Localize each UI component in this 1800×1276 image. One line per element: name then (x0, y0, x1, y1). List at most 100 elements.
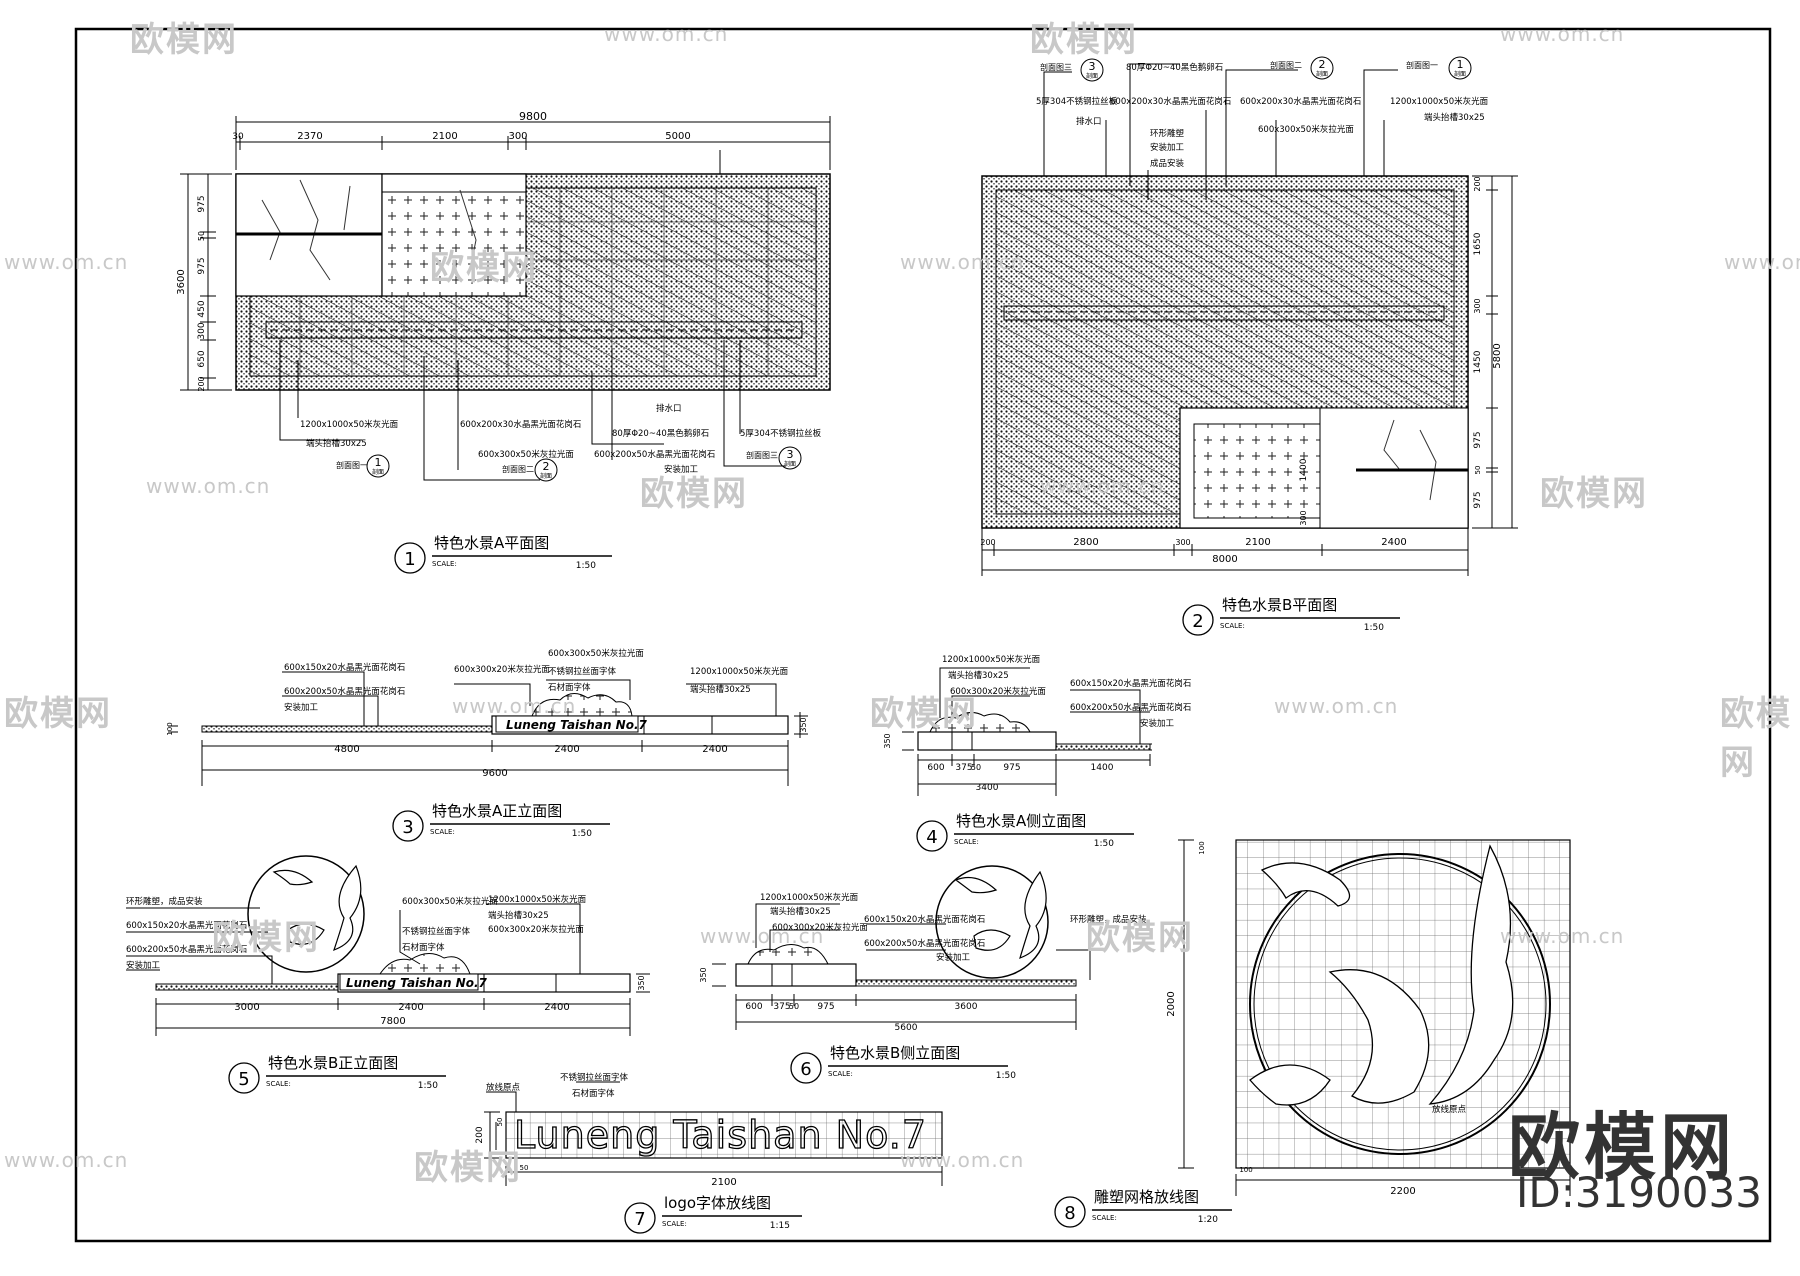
logo-dim-height: 200 (475, 1126, 485, 1143)
section-mark-label: 剖面图三 (1040, 62, 1072, 72)
side-a-label: 600x200x50水晶黑光面花岗石 (1070, 702, 1191, 713)
scale-label: SCALE: (662, 1220, 687, 1228)
elevation-b-label: 600x150x20水晶黑光面花岗石 (126, 920, 247, 931)
side-a-dim: 50 (971, 763, 981, 772)
plan-a-dim: 975 (197, 195, 207, 212)
plan-b-label: 安装加工 (1150, 142, 1185, 153)
plan-a-label: 1200x1000x50米灰光面 (300, 419, 399, 430)
side-b-label: 600x150x20水晶黑光面花岗石 (864, 914, 985, 925)
plan-a-dim: 300 (197, 322, 207, 339)
side-b-dim-total: 5600 (895, 1023, 918, 1033)
title-text: 特色水景A平面图 (434, 534, 549, 552)
side-a-dim: 1400 (1091, 763, 1114, 773)
plan-b-dim-total: 8000 (1212, 554, 1237, 565)
side-b-dim: 50 (789, 1002, 799, 1011)
sculpture-grid-drawing: 2200 2000 100 100 放线原点 (1166, 839, 1571, 1197)
elevation-a-dim-height: 100 (166, 722, 174, 735)
scale-label: SCALE: (1220, 622, 1245, 630)
plan-b-dim: 200 (1473, 176, 1482, 191)
title-block-6: 6 特色水景B侧立面图 SCALE: 1:50 (790, 1044, 1016, 1084)
section-mark-number: 2 (543, 460, 550, 473)
title-block-8: 8 雕塑网格放线图 SCALE: 1:20 (1054, 1188, 1232, 1228)
elevation-b-dim-total: 7800 (380, 1016, 405, 1027)
elevation-b-sign-text: Luneng Taishan No.7 (346, 976, 488, 990)
plan-b-dim: 975 (1473, 491, 1483, 508)
title-text: logo字体放线图 (664, 1194, 771, 1212)
plan-a-dim: 300 (508, 131, 527, 142)
scale-label: SCALE: (432, 560, 457, 568)
side-b-label: 环形雕塑，成品安装 (1070, 914, 1147, 925)
plan-a-dim: 5000 (665, 131, 690, 142)
watermark-url: www.om.cn (146, 474, 271, 498)
plan-b-dim: 2400 (1381, 537, 1406, 548)
elevation-a-dim: 4800 (334, 744, 359, 755)
plan-b-label: 环形雕塑 (1150, 128, 1185, 139)
plan-a-label: 5厚304不锈钢拉丝板 (740, 428, 822, 439)
brand-id-text: ID:3190033 (1516, 1168, 1762, 1217)
scale-label: SCALE: (266, 1080, 291, 1088)
logo-label: 放线原点 (486, 1082, 521, 1093)
plan-a-dim: 2100 (432, 131, 457, 142)
plan-a-label: 600x200x50水晶黑光面花岗石 (594, 449, 715, 460)
plan-b-dim: 2800 (1073, 537, 1098, 548)
watermark-url: www.om.cn (452, 694, 577, 718)
elevation-a-dim: 2400 (702, 744, 727, 755)
watermark-logo: 欧模网 (430, 248, 538, 288)
logo-label: 不锈钢拉丝面字体 (560, 1072, 629, 1083)
plan-b-dim: 975 (1473, 431, 1483, 448)
section-mark-sub: 剖面 (1086, 72, 1098, 80)
scale-value: 1:50 (1094, 839, 1114, 849)
section-mark-sub: 剖面 (1316, 70, 1328, 78)
watermark-logo: 欧模网 (4, 694, 112, 734)
section-mark-sub: 剖面 (1454, 70, 1466, 78)
side-a-label: 端头抬槽30x25 (948, 670, 1009, 681)
elevation-b-label: 600x300x20米灰拉光面 (488, 924, 584, 935)
elevation-b-label: 安装加工 (126, 960, 161, 971)
side-a-drawing: 600 375 50 975 1400 3400 350 1200x1000x5… (883, 654, 1191, 796)
plan-a-dim: 2370 (297, 131, 322, 142)
section-mark-label: 剖面图一 (336, 460, 368, 470)
title-block-1: 1 特色水景A平面图 SCALE: 1:50 (394, 534, 612, 574)
scale-value: 1:50 (418, 1081, 438, 1091)
elevation-b-label: 石材面字体 (402, 942, 445, 953)
plan-b-label: 600x200x30水晶黑光面花岗石 (1240, 96, 1361, 107)
grid-dim-cell: 100 (1198, 841, 1206, 854)
watermark-logo: 欧模网 (1086, 918, 1194, 958)
plan-a-label: 安装加工 (664, 464, 699, 475)
section-mark-sub: 剖面 (540, 472, 552, 480)
plan-b-dim: 50 (1474, 466, 1482, 475)
title-text: 特色水景A侧立面图 (956, 812, 1086, 830)
title-number: 4 (926, 827, 937, 848)
scale-value: 1:50 (576, 561, 596, 571)
scale-label: SCALE: (1092, 1214, 1117, 1222)
side-b-dim: 600 (745, 1002, 762, 1012)
elevation-a-label: 不锈钢拉丝面字体 (548, 666, 617, 677)
side-a-label: 安装加工 (1140, 718, 1175, 729)
section-mark-sub: 剖面 (372, 468, 384, 476)
elevation-b-label: 不锈钢拉丝面字体 (402, 926, 471, 937)
side-a-label: 1200x1000x50米灰光面 (942, 654, 1041, 665)
plan-b-label: 成品安装 (1150, 158, 1185, 169)
plan-b-dim-inner: 1400 (1299, 458, 1309, 481)
watermark-url: www.om.cn (1274, 694, 1399, 718)
plan-b-drawing: 8000 200 2800 300 2100 2400 5800 200 165… (980, 56, 1518, 576)
elevation-b-label: 端头抬槽30x25 (488, 910, 549, 921)
elevation-a-sign-text: Luneng Taishan No.7 (506, 718, 648, 732)
side-b-label: 600x300x20米灰拉光面 (772, 922, 868, 933)
plan-b-dim: 300 (1473, 298, 1482, 313)
side-b-label: 1200x1000x50米灰光面 (760, 892, 859, 903)
title-block-3: 3 特色水景A正立面图 SCALE: 1:50 (392, 802, 610, 842)
watermark-url: www.om.cn (604, 22, 729, 46)
elevation-b-dim-height: 350 (637, 975, 646, 990)
side-a-dim: 375 (955, 763, 972, 773)
side-a-dim-total: 3400 (976, 783, 999, 793)
plan-a-label: 端头抬槽30x25 (306, 438, 367, 449)
scale-value: 1:50 (996, 1071, 1016, 1081)
side-a-label: 600x300x20米灰拉光面 (950, 686, 1046, 697)
side-b-dim-height: 350 (699, 967, 708, 982)
section-mark-number: 2 (1319, 58, 1326, 71)
watermark-url: www.om.cn (700, 924, 825, 948)
plan-b-label: 600x300x50米灰拉光面 (1258, 124, 1354, 135)
watermark-logo: 欧模网 (1030, 20, 1138, 60)
